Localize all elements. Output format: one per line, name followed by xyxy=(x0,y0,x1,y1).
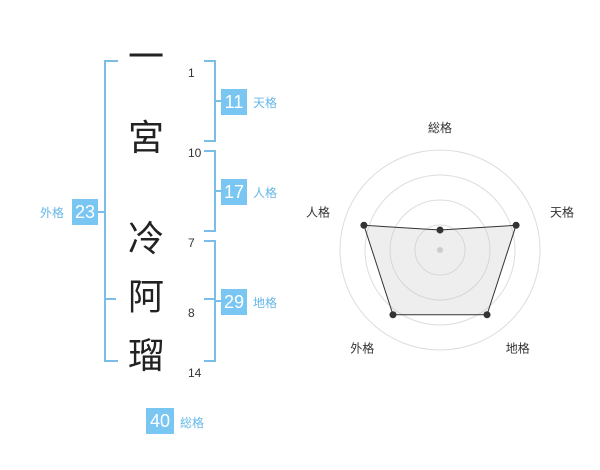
name-char-4: 阿 xyxy=(128,277,165,318)
gaikaku-label: 外格 xyxy=(40,206,65,220)
chikaku-connector xyxy=(214,300,222,302)
radar-ring-1 xyxy=(414,224,466,276)
name-char-3: 冷 xyxy=(128,219,165,260)
chikaku-value: 29 xyxy=(221,289,247,315)
radar-ring-2 xyxy=(389,199,491,301)
name-char-1: 一 xyxy=(128,37,165,78)
tenkaku-connector xyxy=(214,100,222,102)
radar-axis-label-2: 天格 xyxy=(550,204,574,219)
stroke-count-5: 14 xyxy=(188,366,202,380)
stroke-count-2: 10 xyxy=(188,146,202,160)
tenkaku-label: 天格 xyxy=(253,96,278,110)
stroke-count-4: 8 xyxy=(188,306,195,320)
radar-axis-label-3: 地格 xyxy=(506,341,530,356)
radar-point-5 xyxy=(360,221,368,229)
jinkaku-connector xyxy=(214,190,222,192)
gaikaku-bracket-tick xyxy=(104,298,116,300)
soukaku-value: 40 xyxy=(146,408,174,434)
radar-point-2 xyxy=(512,221,520,229)
radar-point-4 xyxy=(389,311,397,319)
radar-point-3 xyxy=(483,311,491,319)
soukaku-label: 総格 xyxy=(180,416,205,430)
radar-area xyxy=(363,224,517,316)
radar-center xyxy=(437,247,443,253)
chikaku-bracket-tick xyxy=(204,298,216,300)
radar-axis-label-1: 総格 xyxy=(428,120,452,135)
gaikaku-connector xyxy=(98,211,106,213)
stroke-count-3: 7 xyxy=(188,236,195,250)
radar-ring-3 xyxy=(364,174,516,326)
chikaku-label: 地格 xyxy=(253,296,278,310)
radar-axis-label-5: 人格 xyxy=(306,204,330,219)
jinkaku-value: 17 xyxy=(221,179,247,205)
name-char-2: 宮 xyxy=(128,118,165,159)
name-char-5: 瑠 xyxy=(128,336,165,377)
radar-point-1 xyxy=(436,226,444,234)
radar-axis-label-4: 外格 xyxy=(350,341,374,356)
jinkaku-label: 人格 xyxy=(253,186,278,200)
radar-ring-4 xyxy=(339,149,541,351)
gaikaku-value: 23 xyxy=(72,199,98,225)
tenkaku-value: 11 xyxy=(221,89,247,115)
stroke-count-1: 1 xyxy=(188,66,195,80)
